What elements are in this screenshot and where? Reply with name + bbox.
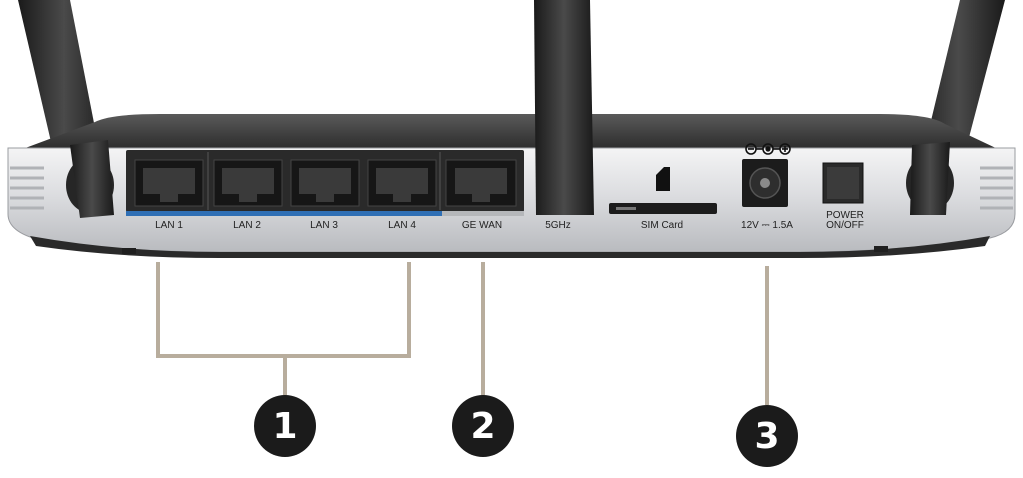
power-jack: [742, 159, 788, 207]
lan-accent-strip: [126, 211, 442, 216]
wan-accent-strip: [442, 211, 524, 216]
lan-port-1: [134, 159, 204, 207]
router-bottom-edge: [30, 236, 990, 258]
leader-lan-bracket: [156, 262, 411, 358]
label-lan3: LAN 3: [310, 220, 338, 231]
vent-right: [980, 166, 1013, 210]
lan-port-4: [367, 159, 437, 207]
label-5ghz: 5GHz: [545, 220, 571, 231]
wan-port: [445, 159, 517, 207]
sim-card-icon: [656, 167, 670, 191]
vent-left: [10, 166, 44, 210]
router-top-case: [20, 114, 1000, 150]
leader-lines: [156, 262, 769, 405]
label-power-button-line1: POWER: [826, 210, 864, 221]
callout-1: 1: [254, 395, 316, 457]
label-wan: GE WAN: [461, 220, 503, 231]
label-sim-card: SIM Card: [640, 220, 684, 231]
power-button: [822, 162, 864, 204]
label-lan4: LAN 4: [388, 220, 416, 231]
antenna-5ghz: [534, 0, 594, 215]
lan-port-2: [213, 159, 283, 207]
callout-2: 2: [452, 395, 514, 457]
label-power-rating: 12V ⎓ 1.5A: [741, 220, 793, 231]
label-lan2: LAN 2: [233, 220, 261, 231]
foot-left: [122, 248, 136, 254]
sim-slot: [609, 203, 717, 214]
lan-port-3: [290, 159, 360, 207]
callout-3: 3: [736, 405, 798, 467]
label-power-button-line2: ON/OFF: [826, 220, 864, 231]
power-polarity-icon: [745, 143, 791, 155]
foot-right: [874, 246, 888, 252]
label-lan1: LAN 1: [155, 220, 183, 231]
